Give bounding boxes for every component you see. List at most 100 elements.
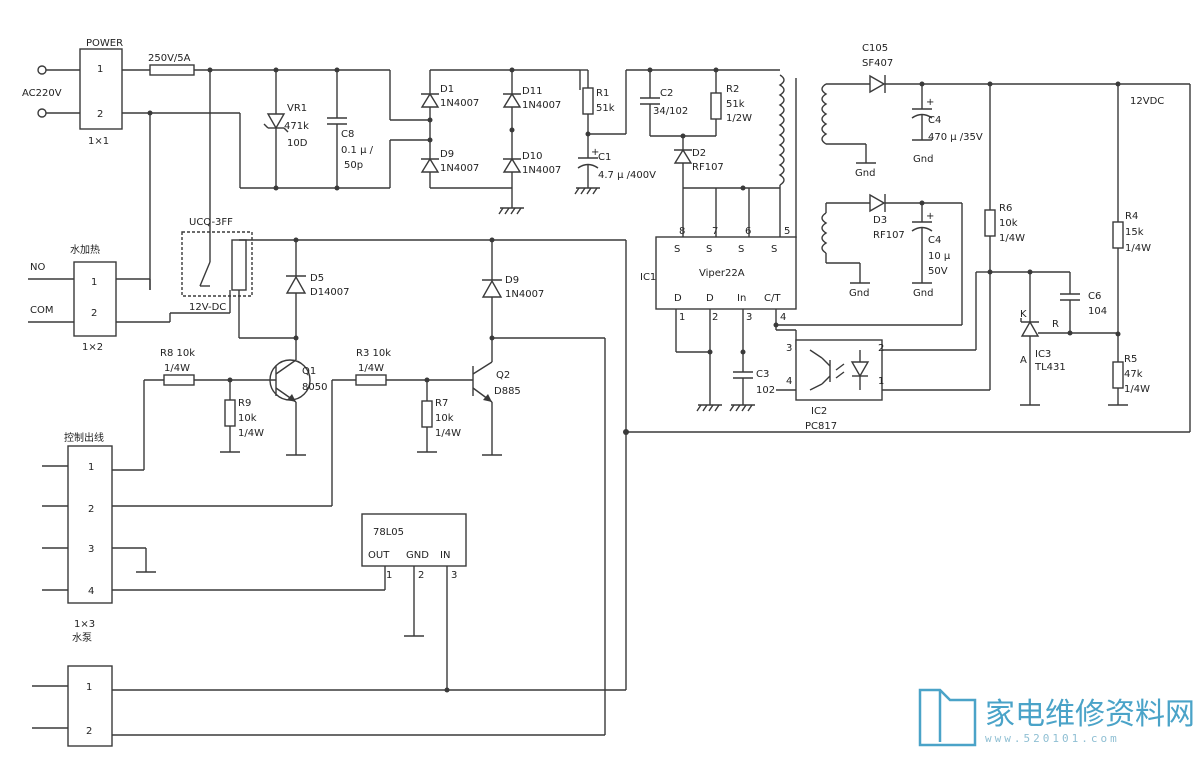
svg-text:水泵: 水泵 [72, 632, 92, 644]
svg-text:10 μ: 10 μ [928, 251, 951, 262]
svg-text:2: 2 [91, 308, 97, 319]
fuse: 250V/5A [122, 53, 390, 76]
svg-text:2: 2 [712, 312, 718, 323]
diode-c105: C105 SF407 [862, 43, 893, 94]
varistor-vr1: VR1 471k 10D [263, 67, 309, 191]
transformer-aux-winding: Gnd [821, 202, 870, 299]
ic3-tl431: K A IC3 TL431 R [1020, 269, 1070, 406]
svg-text:Q2: Q2 [496, 370, 510, 381]
svg-text:In: In [737, 293, 746, 304]
logo-url: www.520101.com [985, 732, 1120, 745]
svg-text:Viper22A: Viper22A [699, 268, 745, 279]
svg-text:1/4W: 1/4W [164, 363, 190, 374]
svg-text:1N4007: 1N4007 [440, 163, 479, 174]
svg-text:1: 1 [91, 277, 97, 288]
svg-text:34/102: 34/102 [653, 106, 688, 117]
svg-text:R5: R5 [1124, 354, 1137, 365]
svg-text:7: 7 [712, 226, 718, 237]
diode-d5: D5 D14007 [285, 240, 350, 360]
svg-text:D14007: D14007 [310, 287, 350, 298]
svg-text:10k: 10k [435, 413, 454, 424]
svg-text:R7: R7 [435, 398, 448, 409]
svg-text:1/4W: 1/4W [1124, 384, 1150, 395]
svg-text:C4: C4 [928, 235, 941, 246]
capacitor-c8: C8 0.1 μ / 50p [327, 67, 374, 191]
svg-text:IC2: IC2 [811, 406, 827, 417]
svg-text:R: R [1052, 319, 1059, 330]
svg-text:+: + [591, 147, 599, 158]
svg-text:10k: 10k [238, 413, 257, 424]
svg-text:D9: D9 [440, 149, 454, 160]
svg-text:TL431: TL431 [1034, 362, 1066, 373]
svg-text:1: 1 [97, 64, 103, 75]
site-logo: 家电维修资料网 www.520101.com [918, 688, 1195, 747]
svg-text:1×1: 1×1 [88, 136, 109, 147]
svg-text:470 μ /35V: 470 μ /35V [928, 132, 983, 143]
ic1-viper22a: IC1 Viper22A 8 7 6 5 S S S S D D In C/T … [640, 226, 797, 323]
svg-text:1: 1 [88, 462, 94, 473]
svg-text:C3: C3 [756, 369, 769, 380]
svg-text:Gnd: Gnd [913, 154, 933, 165]
svg-text:C8: C8 [341, 129, 354, 140]
svg-text:D2: D2 [692, 148, 706, 159]
power-connector: POWER 1 2 1×1 [79, 38, 123, 147]
relay-ucq3ff: UCQ-3FF 12V-DC [181, 217, 253, 313]
logo-text: 家电维修资料网 [985, 697, 1195, 732]
svg-text:UCQ-3FF: UCQ-3FF [189, 217, 233, 228]
diode-d9-bridge: D9 1N4007 [420, 149, 479, 174]
svg-text:D1: D1 [440, 84, 454, 95]
resistor-r6: R6 10k 1/4W [984, 84, 1025, 350]
svg-text:C/T: C/T [764, 293, 781, 304]
svg-text:2: 2 [878, 343, 884, 354]
svg-text:78L05: 78L05 [373, 527, 404, 538]
svg-text:3: 3 [88, 544, 94, 555]
transistor-q2: Q2 D885 [472, 361, 521, 456]
regulator-78l05: 78L05 OUT GND IN 1 2 3 [361, 513, 467, 581]
resistor-r7: R7 10k 1/4W [417, 380, 461, 453]
svg-text:102: 102 [756, 385, 775, 396]
svg-text:VR1: VR1 [287, 103, 307, 114]
svg-text:D885: D885 [494, 386, 521, 397]
svg-text:4: 4 [786, 376, 792, 387]
svg-text:2: 2 [86, 726, 92, 737]
transformer-primary [778, 74, 797, 238]
svg-text:1N4007: 1N4007 [440, 98, 479, 109]
control-connector: 控制出线 1 2 3 4 1×3 水泵 [42, 431, 113, 644]
svg-text:S: S [706, 244, 712, 255]
svg-text:K: K [1020, 309, 1027, 320]
diode-d10: D10 1N4007 [502, 151, 561, 176]
svg-text:D9: D9 [505, 275, 519, 286]
svg-text:10k: 10k [999, 218, 1018, 229]
svg-text:控制出线: 控制出线 [64, 431, 104, 444]
svg-text:1N4007: 1N4007 [522, 100, 561, 111]
resistor-r1: R1 51k [580, 69, 615, 134]
resistor-r2: R2 51k 1/2W [710, 70, 752, 136]
svg-text:1N4007: 1N4007 [522, 165, 561, 176]
ac-terminal [37, 108, 47, 118]
capacitor-c6: C6 104 [1060, 272, 1118, 336]
resistor-r8: R8 10k 1/4W [143, 348, 195, 470]
svg-text:471k: 471k [284, 121, 309, 132]
svg-text:4: 4 [88, 586, 94, 597]
svg-text:R6: R6 [999, 203, 1012, 214]
svg-text:104: 104 [1088, 306, 1107, 317]
capacitor-c1: + C1 4.7 μ /400V [577, 134, 656, 188]
svg-text:8: 8 [679, 226, 685, 237]
svg-text:1/4W: 1/4W [435, 428, 461, 439]
ic2-pc817: 3 4 2 1 IC2 PC817 [786, 339, 884, 432]
svg-text:Q1: Q1 [302, 366, 316, 377]
svg-text:1: 1 [386, 570, 392, 581]
svg-text:IC3: IC3 [1035, 349, 1051, 360]
heater-connector: 水加热 1 2 1×2 NO COM [28, 243, 117, 353]
svg-text:C4: C4 [928, 115, 941, 126]
svg-text:1: 1 [86, 682, 92, 693]
svg-text:47k: 47k [1124, 369, 1143, 380]
svg-text:2: 2 [88, 504, 94, 515]
svg-text:RF107: RF107 [692, 162, 724, 173]
resistor-r5: R5 47k 1/4W [1108, 354, 1150, 406]
svg-text:S: S [674, 244, 680, 255]
svg-text:R4: R4 [1125, 211, 1138, 222]
svg-text:NO: NO [30, 262, 45, 273]
ac220v-label: AC220V [22, 88, 62, 99]
svg-text:GND: GND [406, 550, 429, 561]
